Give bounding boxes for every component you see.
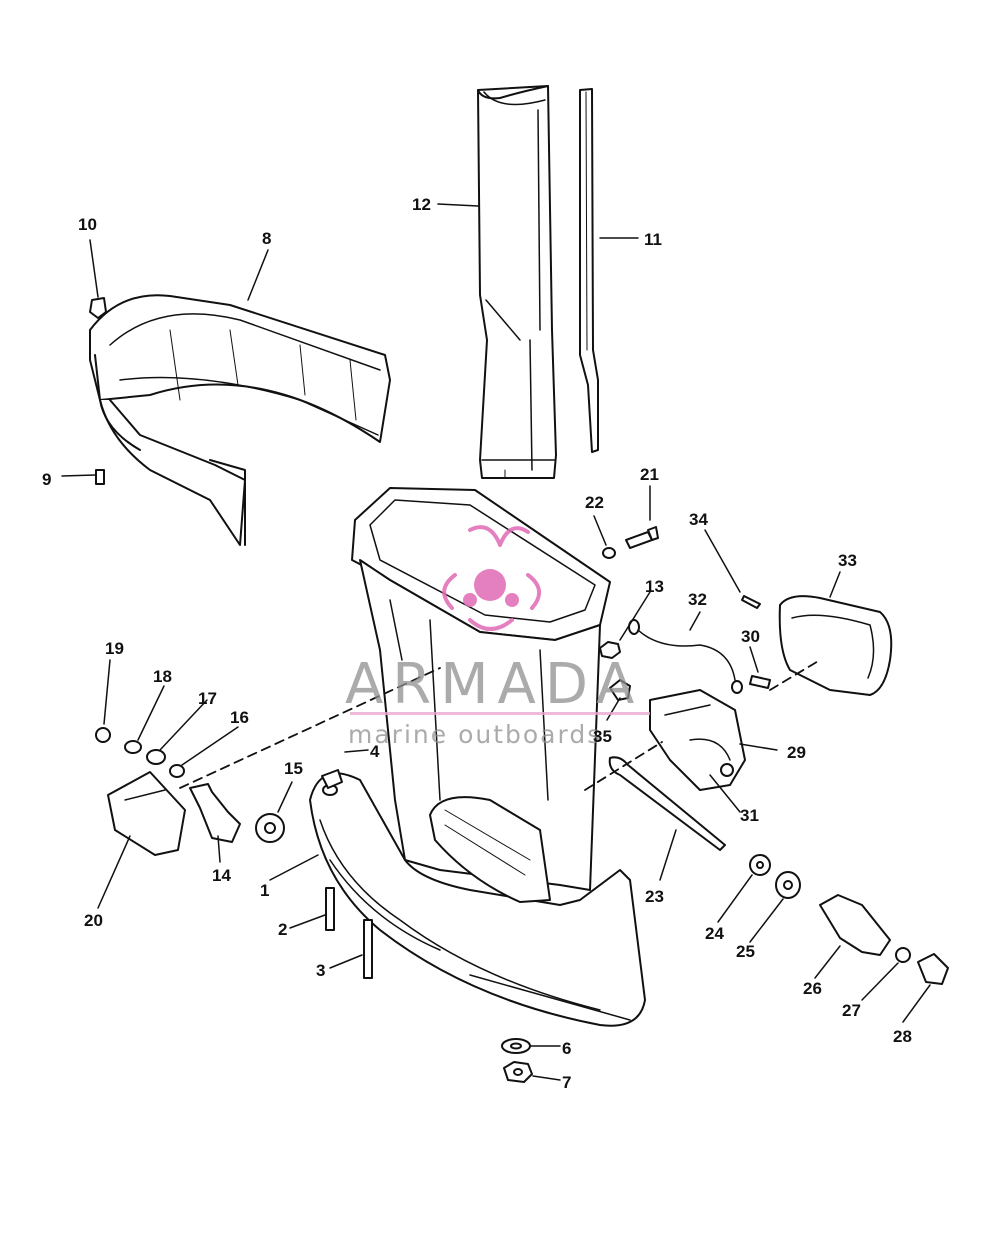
callout-2: 2	[278, 920, 288, 939]
callout-7: 7	[562, 1073, 572, 1092]
callout-26: 26	[803, 979, 822, 998]
callout-15: 15	[284, 759, 303, 778]
callout-11: 11	[644, 230, 662, 249]
watermark-logo	[442, 525, 541, 631]
screw-10	[89, 297, 107, 319]
callout-12: 12	[412, 195, 431, 214]
callout-3: 3	[316, 961, 326, 980]
callout-6: 6	[562, 1039, 572, 1058]
callout-13: 13	[645, 577, 664, 596]
watermark-tagline: marine outboards	[348, 720, 603, 749]
callout-4: 4	[370, 742, 380, 761]
callout-18: 18	[153, 667, 172, 686]
watermark-divider	[350, 712, 650, 715]
cover-plate	[778, 595, 893, 696]
callout-20: 20	[84, 911, 103, 930]
callout-28: 28	[893, 1027, 912, 1046]
callout-35: 35	[593, 727, 612, 746]
callout-16: 16	[230, 708, 249, 727]
callout-8: 8	[262, 229, 272, 248]
screw-9	[95, 469, 105, 485]
callout-23: 23	[645, 887, 664, 906]
callout-14: 14	[212, 866, 231, 885]
callout-22: 22	[585, 493, 604, 512]
callout-24: 24	[705, 924, 724, 943]
ground-wire	[628, 619, 743, 694]
callout-1: 1	[260, 881, 270, 900]
callout-30: 30	[741, 627, 760, 646]
pivot-yoke	[649, 689, 746, 791]
callout-9: 9	[42, 470, 52, 489]
callout-25: 25	[736, 942, 755, 961]
callout-10: 10	[78, 215, 97, 234]
small-hardware	[95, 526, 949, 1083]
callout-31: 31	[740, 806, 759, 825]
shift-rod	[579, 88, 599, 453]
callout-33: 33	[838, 551, 857, 570]
callout-17: 17	[198, 689, 217, 708]
callout-32: 32	[688, 590, 707, 609]
alignment-lines	[179, 659, 821, 791]
driveshaft-housing	[309, 487, 646, 1027]
leader-lines	[61, 203, 931, 1081]
chaps-cover	[89, 294, 391, 546]
callout-21: 21	[640, 465, 659, 484]
callout-34: 34	[689, 510, 708, 529]
callout-27: 27	[842, 1001, 861, 1020]
callout-19: 19	[105, 639, 124, 658]
callout-29: 29	[787, 743, 806, 762]
watermark-brand: ARMADA	[345, 652, 644, 717]
exhaust-tube	[477, 85, 557, 479]
